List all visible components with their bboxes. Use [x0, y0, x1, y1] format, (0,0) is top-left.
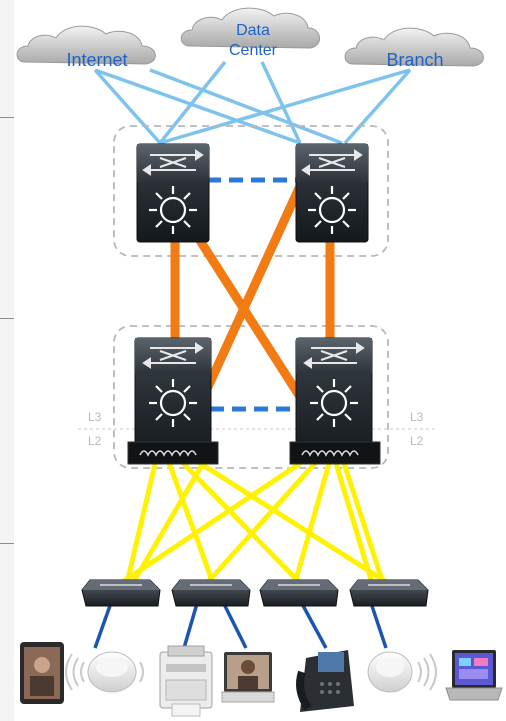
cloud-label-branch: Branch — [386, 50, 444, 70]
layer2-label-right: L2 — [410, 434, 424, 448]
layer3-label-right: L3 — [410, 410, 424, 424]
workgroup-switch-icon — [349, 579, 429, 607]
cloud-icon — [180, 7, 320, 49]
core-distribution-links — [170, 184, 335, 403]
multilayer-switch-icon — [127, 337, 219, 465]
video-endpoint-icon — [221, 652, 275, 703]
access-uplinks — [119, 457, 390, 586]
wireless-access-point-icon — [367, 651, 413, 693]
printer-icon — [159, 645, 213, 717]
wireless-signal-icon — [65, 653, 85, 691]
workgroup-switch-icon — [259, 579, 339, 607]
wireless-signal-icon — [139, 661, 144, 683]
wan-uplinks — [93, 60, 412, 145]
cloud-label-internet: Internet — [66, 50, 128, 70]
side-divider — [0, 543, 14, 544]
core-vss-group — [113, 125, 389, 257]
tablet-icon — [20, 642, 64, 704]
side-panel — [0, 0, 14, 721]
wireless-access-point-icon — [87, 651, 137, 693]
layer3-switch-icon — [295, 143, 369, 243]
cloud-label-datacenter-line1: Data — [236, 22, 270, 39]
cloud-label-datacenter-line2: Center — [228, 42, 278, 59]
wireless-signal-icon — [417, 653, 437, 691]
side-divider — [0, 117, 14, 118]
layer3-label-left: L3 — [88, 410, 102, 424]
ip-phone-icon — [296, 650, 354, 712]
cloud-icon — [16, 25, 156, 65]
workgroup-switch-icon — [171, 579, 251, 607]
side-divider — [0, 318, 14, 319]
layer2-label-left: L2 — [88, 434, 102, 448]
cloud-icon — [344, 27, 484, 67]
multilayer-switch-icon — [289, 337, 381, 465]
layer3-switch-icon — [136, 143, 210, 243]
endpoint-links — [93, 599, 388, 649]
workgroup-switch-icon — [81, 579, 161, 607]
laptop-icon — [445, 650, 503, 701]
